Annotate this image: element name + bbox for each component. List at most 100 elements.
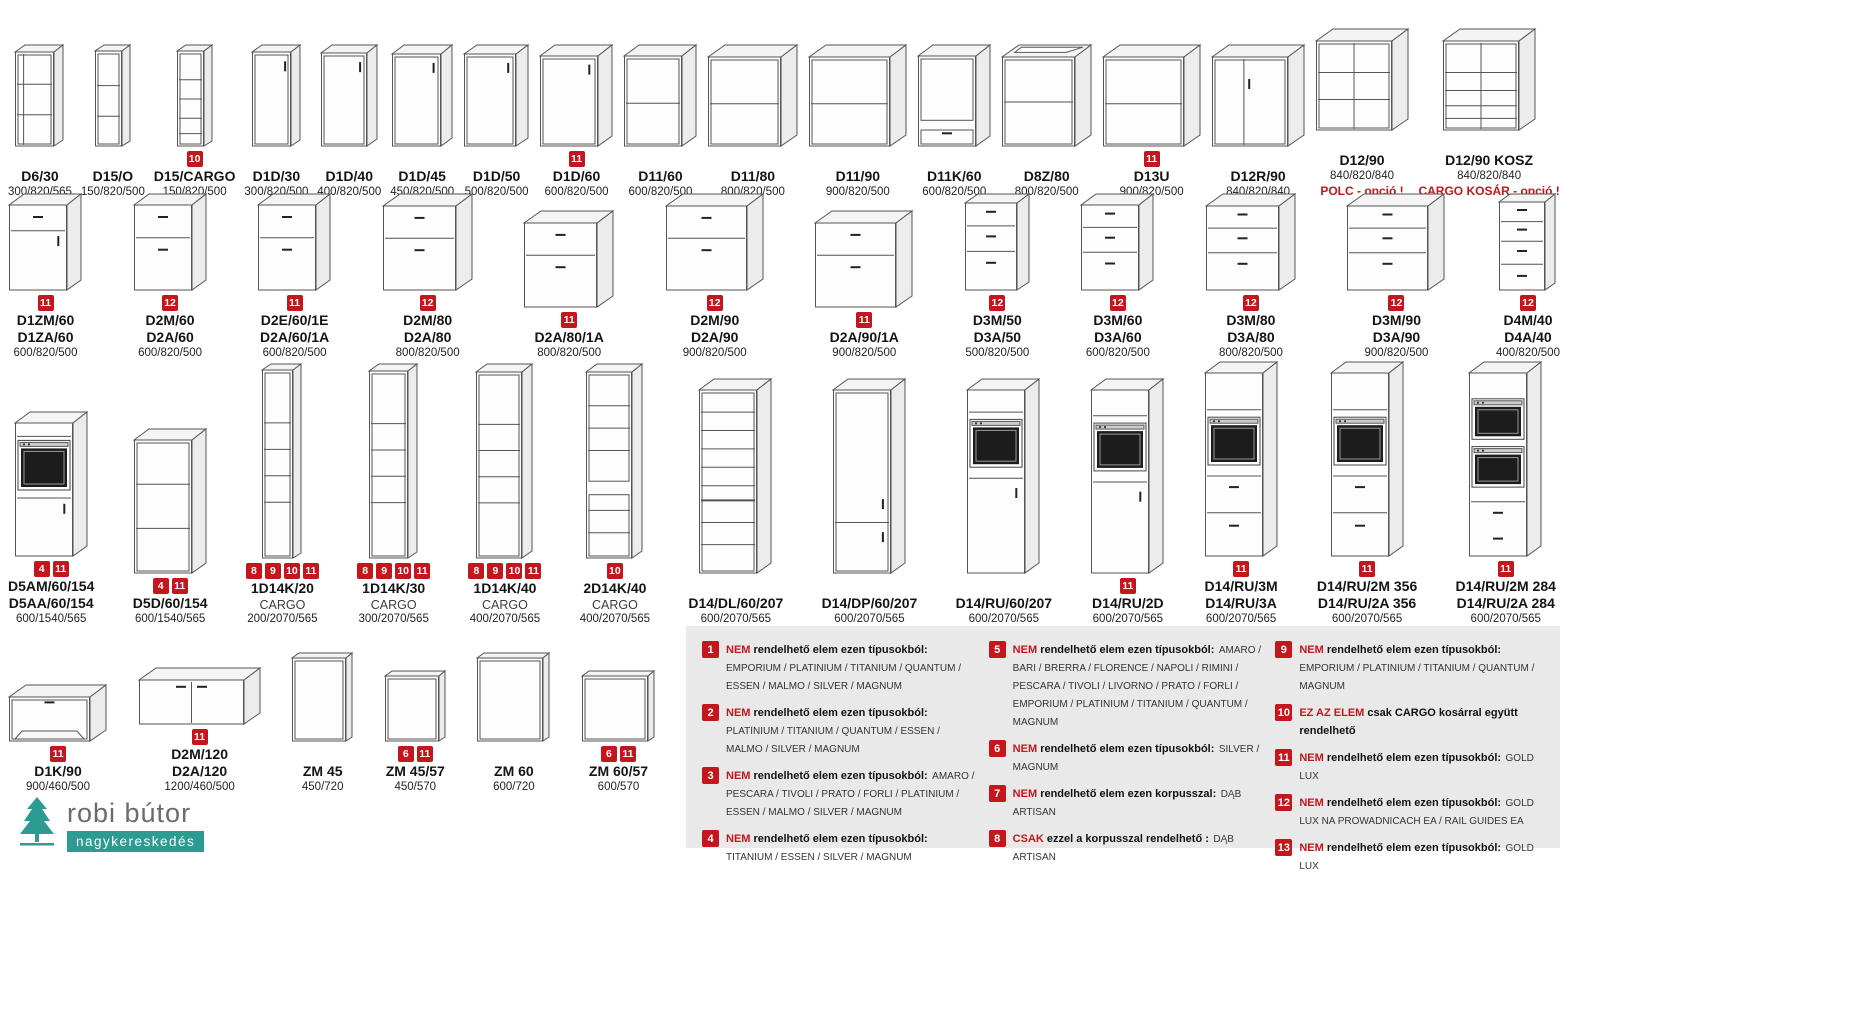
legend-note: 13 NEM rendelhető elem ezen típusokból: … — [1275, 838, 1548, 874]
cabinet-drawing — [814, 209, 914, 309]
cabinet-code: 1D14K/30 — [362, 580, 426, 597]
cabinet-drawing — [1080, 192, 1155, 292]
brand-name: robi bútor — [67, 798, 192, 828]
footnote-badge: 4 — [152, 578, 169, 595]
legend-note-body: DĄB ARTISAN — [1012, 789, 1242, 818]
cabinet-dimensions: 1200/460/500 — [164, 781, 235, 794]
cabinet-line-drawing — [1204, 193, 1297, 291]
cabinet-drawing — [383, 653, 447, 743]
footnote-badge: 10 — [283, 563, 300, 580]
cabinet-code: D15/O — [92, 168, 134, 184]
cabinet-drawing — [916, 22, 992, 148]
footnote-badge: 12 — [1242, 295, 1259, 311]
footnote-badge: 10 — [186, 151, 203, 167]
cabinet-code: D1D/60 — [552, 168, 601, 184]
cabinet-drawing — [291, 652, 354, 743]
cabinet-line-drawing — [1210, 44, 1306, 147]
cabinet-item: 11 D2A/80/1A 800/820/500 — [523, 209, 615, 359]
cabinet-line-drawing — [8, 684, 108, 743]
legend-note: 10 EZ AZ ELEM csak CARGO kosárral együtt… — [1275, 703, 1548, 739]
cabinet-line-drawing — [814, 210, 914, 309]
cabinet-code: D14/RU/2D — [1092, 595, 1164, 612]
legend-note-heading: CSAK ezzel a korpusszal rendelhető : — [1012, 833, 1209, 845]
cabinet-item: 10 2D14K/40 CARGO 400/2070/565 — [580, 362, 650, 625]
footnote-badges: 12 — [1109, 294, 1126, 312]
cabinet-drawing — [132, 377, 208, 575]
legend-note-number: 9 — [1275, 641, 1293, 658]
cabinet-item: ZM 60 600/720 — [476, 652, 551, 794]
cabinet-line-drawing — [1090, 378, 1165, 575]
cabinet-dimensions: 840/820/840 — [1457, 170, 1522, 183]
footnote-badges: 11 — [37, 294, 54, 312]
legend-note: 7 NEM rendelhető elem ezen korpusszal: D… — [988, 784, 1262, 820]
footnote-badges: 12 — [706, 294, 723, 312]
cabinet-subtitle: CARGO — [591, 598, 638, 613]
legend-note-body: EMPORIUM / PLATINIUM / TITANIUM / QUANTU… — [726, 663, 962, 692]
footnote-badge: 9 — [376, 563, 393, 580]
legend-note-number: 13 — [1275, 839, 1293, 856]
cabinet-code: D2A/90/1A — [829, 329, 899, 346]
legend-note-number: 6 — [988, 740, 1006, 757]
cabinet-item: D1D/30 300/820/500 — [244, 22, 308, 198]
cabinet-code: 1D14K/40 — [473, 580, 537, 597]
cabinet-item: 11 D1K/90 900/460/500 — [8, 653, 108, 793]
footnote-badge: 10 — [395, 563, 412, 580]
cabinet-dimensions: 500/820/500 — [965, 347, 1030, 360]
footnote-badges: 12 — [1242, 294, 1259, 312]
footnote-badges: 11 — [1359, 560, 1376, 578]
cabinet-line-drawing — [137, 667, 262, 725]
legend-note-heading: NEM rendelhető elem ezen típusokból: — [1299, 797, 1502, 809]
cabinet-code: D11/90 — [835, 168, 881, 184]
cabinet-dimensions: 600/720 — [493, 781, 535, 794]
cabinet-dimensions: 600/820/500 — [138, 347, 203, 360]
cabinet-line-drawing — [831, 378, 907, 575]
cabinet-line-drawing — [368, 363, 419, 560]
cabinet-item: D1D/45 450/820/500 — [390, 22, 454, 198]
legend-note-number: 3 — [702, 767, 719, 784]
cabinet-drawing — [93, 22, 132, 148]
cabinet-code: D6/30 — [21, 168, 59, 184]
cabinet-item: D6/30 300/820/565 — [8, 22, 72, 198]
cabinet-drawing — [1204, 192, 1297, 292]
cabinet-drawing — [523, 209, 615, 309]
legend-note-body: AMARO / BARI / BRERRA / FLORENCE / NAPOL… — [1012, 645, 1262, 728]
cabinet-dimensions: 150/820/500 — [80, 186, 145, 199]
footnote-badge: 6 — [600, 746, 617, 763]
cabinet-dimensions: 800/820/500 — [537, 347, 602, 360]
cabinet-dimensions: 500/820/500 — [464, 186, 529, 199]
brand-subtitle: nagykereskedés — [67, 831, 205, 852]
footnote-badge: 10 — [506, 563, 523, 580]
cabinet-item: 11 D13U 900/820/500 — [1101, 22, 1202, 198]
cabinet-drawing — [1441, 6, 1537, 132]
cabinet-subtitle: CARGO — [370, 598, 417, 613]
cabinet-dimensions: 600/2070/565 — [834, 613, 905, 626]
legend-note-heading: NEM rendelhető elem ezen korpusszal: — [1012, 788, 1217, 800]
cabinet-drawing — [137, 636, 262, 726]
cabinet-dimensions: 400/2070/565 — [469, 613, 541, 626]
cabinet-drawing — [390, 22, 454, 148]
footnote-badge: 11 — [171, 578, 188, 595]
cabinet-drawing — [8, 653, 108, 743]
legend-note-body: GOLD LUX — [1299, 843, 1534, 872]
cabinet-line-drawing — [1329, 361, 1405, 557]
cabinet-drawing — [664, 192, 765, 292]
cabinet-row-base: D6/30 300/820/565 D15/O 150/820/500 10 D… — [8, 6, 1560, 198]
cabinet-drawing — [175, 22, 214, 148]
cabinet-item: D12R/90 840/820/840 — [1210, 22, 1306, 198]
cabinet-dimensions: 600/1540/565 — [134, 613, 206, 626]
cabinet-drawing — [539, 22, 614, 148]
footnote-badge: 4 — [33, 561, 50, 577]
cabinet-dimensions: 600/2070/565 — [1331, 613, 1403, 626]
legend-note-number: 5 — [988, 641, 1006, 658]
footnote-badges: 11 — [1119, 577, 1136, 595]
cabinet-drawing — [476, 652, 551, 743]
